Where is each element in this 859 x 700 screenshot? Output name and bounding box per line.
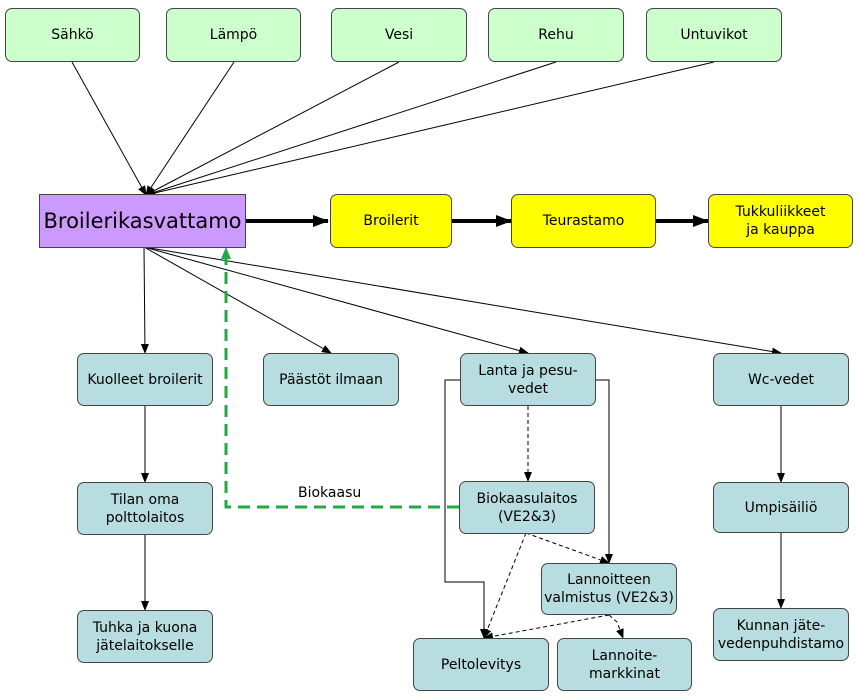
fertilizer-prep-box: Lannoitteen valmistus (VE2&3) — [541, 563, 677, 615]
arrow-electricity-to-farm — [71, 61, 147, 196]
ash-label: Tuhka ja kuona jätelaitokselle — [92, 619, 198, 654]
input-chicks-label: Untuvikot — [680, 27, 748, 43]
input-feed: Rehu — [488, 8, 624, 62]
input-electricity-label: Sähkö — [51, 27, 94, 43]
municipal-plant-box: Kunnan jäte- vedenpuhdistamo — [713, 608, 849, 661]
arrow-farm-to-manure — [143, 246, 529, 355]
farm-label: Broilerikasvattamo — [43, 209, 242, 233]
biogas-return-line — [221, 247, 459, 509]
septic-tank-box: Umpisäiliö — [713, 482, 849, 533]
broilers-label: Broilerit — [363, 213, 419, 229]
input-heat: Lämpö — [166, 8, 301, 62]
arrow-fertilizer-to-market-dashed — [608, 614, 624, 639]
arrow-farm-to-emissions — [143, 246, 332, 354]
wholesale-label: Tukkuliikkeet ja kauppa — [735, 204, 826, 238]
arrow-fertilizer-to-field-dashed — [483, 614, 610, 641]
arrow-water-to-farm — [145, 61, 400, 196]
manure-box: Lanta ja pesu- vedet — [460, 353, 596, 406]
arrow-farm-to-wc — [143, 246, 782, 356]
dead-broilers-box: Kuolleet broilerit — [77, 353, 213, 406]
biogas-plant-label: Biokaasulaitos (VE2&3) — [476, 490, 578, 525]
wholesale-box: Tukkuliikkeet ja kauppa — [708, 194, 853, 248]
input-heat-label: Lämpö — [209, 27, 258, 43]
emissions-box: Päästöt ilmaan — [263, 353, 399, 406]
field-spreading-box: Peltolevitys — [413, 638, 549, 691]
wc-water-box: Wc-vedet — [713, 353, 849, 406]
input-electricity: Sähkö — [5, 8, 140, 62]
wc-water-label: Wc-vedet — [747, 371, 815, 388]
biogas-plant-box: Biokaasulaitos (VE2&3) — [459, 481, 595, 534]
incinerator-box: Tilan oma polttolaitos — [77, 482, 213, 535]
input-feed-label: Rehu — [538, 27, 574, 43]
input-chicks: Untuvikot — [646, 8, 782, 62]
arrow-farm-to-dead-broilers — [140, 246, 149, 354]
dead-broilers-label: Kuolleet broilerit — [87, 371, 203, 388]
fertilizer-prep-label: Lannoitteen valmistus (VE2&3) — [544, 572, 674, 606]
arrow-heat-to-farm — [145, 61, 235, 196]
input-water: Vesi — [331, 8, 467, 62]
arrow-biogas-to-fertilizer-dashed — [525, 532, 610, 564]
septic-tank-label: Umpisäiliö — [744, 499, 818, 516]
arrow-manure-to-fertilizer-prep — [596, 379, 613, 564]
broilers-box: Broilerit — [330, 194, 452, 248]
slaughterhouse-label: Teurastamo — [542, 213, 625, 229]
manure-label: Lanta ja pesu- vedet — [478, 362, 578, 397]
field-spreading-label: Peltolevitys — [440, 656, 522, 673]
emissions-label: Päästöt ilmaan — [279, 371, 383, 388]
fertilizer-market-label: Lannoite- markkinat — [588, 647, 661, 682]
arrow-chicks-to-farm — [145, 61, 715, 197]
slaughterhouse-box: Teurastamo — [511, 194, 656, 248]
input-water-label: Vesi — [384, 27, 414, 43]
arrow-feed-to-farm — [145, 61, 557, 197]
farm-box: Broilerikasvattamo — [39, 194, 246, 248]
municipal-plant-label: Kunnan jäte- vedenpuhdistamo — [717, 617, 845, 652]
arrow-manure-to-field — [444, 379, 488, 639]
arrow-biogas-to-field-dashed — [483, 532, 527, 639]
fertilizer-market-box: Lannoite- markkinat — [557, 638, 692, 691]
biogas-edge-label: Biokaasu — [298, 485, 362, 501]
incinerator-label: Tilan oma polttolaitos — [105, 491, 185, 526]
ash-box: Tuhka ja kuona jätelaitokselle — [77, 610, 213, 663]
